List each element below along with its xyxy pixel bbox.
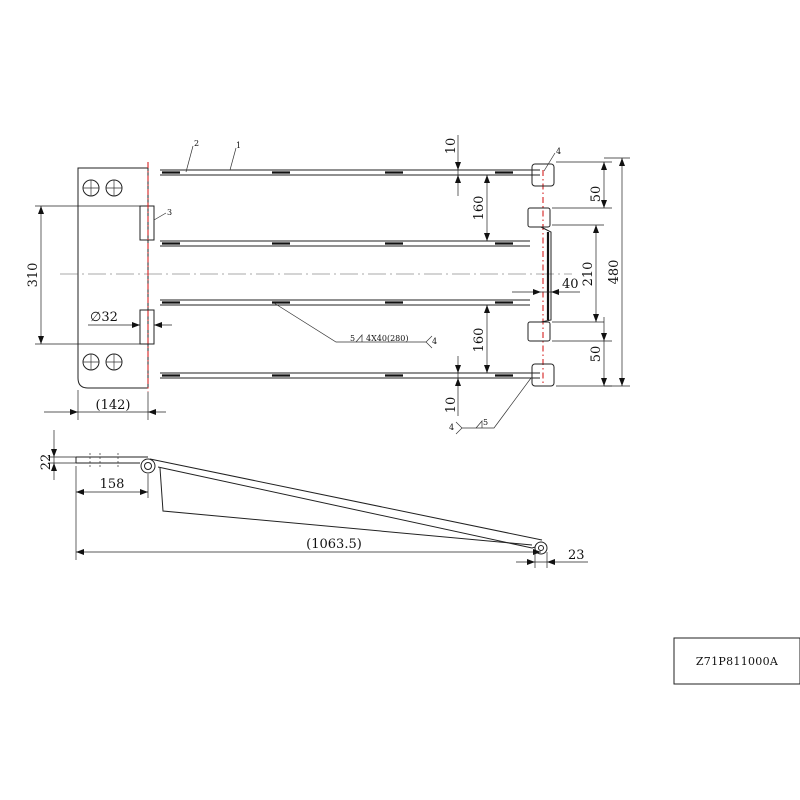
tine-rods bbox=[160, 169, 540, 379]
callout-2: 2 bbox=[194, 139, 199, 148]
dim-50-upper: 50 bbox=[589, 186, 604, 203]
drawing-number: Z71P811000A bbox=[696, 655, 779, 668]
dim-10-bottom: 10 bbox=[444, 397, 459, 414]
hole-centermark bbox=[83, 180, 122, 370]
dim-160-lower: 160 bbox=[472, 328, 487, 353]
plan-view bbox=[60, 162, 572, 392]
hinge-pin bbox=[140, 458, 156, 474]
dim-142: (142) bbox=[96, 398, 131, 413]
plan-dimensions: 10 160 160 10 50 480 bbox=[26, 135, 630, 420]
dim-23: 23 bbox=[568, 548, 585, 563]
dim-160-upper: 160 bbox=[472, 196, 487, 221]
tine-arm bbox=[149, 458, 543, 549]
weld-beads bbox=[162, 171, 513, 377]
weld-spec: 4X40(280) bbox=[366, 334, 408, 343]
dim-dia32: ∅32 bbox=[90, 310, 118, 325]
callout-3: 3 bbox=[167, 208, 172, 217]
weld2-num-right: 5 bbox=[483, 418, 488, 427]
side-view bbox=[75, 453, 548, 555]
callout-1: 1 bbox=[236, 141, 241, 150]
title-block: Z71P811000A bbox=[673, 637, 800, 685]
dim-10-top: 10 bbox=[444, 138, 459, 155]
dim-310: 310 bbox=[26, 263, 41, 288]
dim-50-lower: 50 bbox=[589, 346, 604, 363]
side-plate bbox=[75, 456, 148, 464]
weld-num-left: 5 bbox=[350, 334, 355, 343]
side-bracket bbox=[159, 467, 533, 546]
weld-num-right: 4 bbox=[432, 337, 437, 346]
end-brackets bbox=[527, 163, 555, 387]
dim-480: 480 bbox=[607, 260, 622, 285]
base-plate bbox=[77, 167, 149, 389]
dim-158: 158 bbox=[100, 477, 125, 492]
weld2-num-left: 4 bbox=[449, 423, 454, 432]
title-block-frame bbox=[673, 637, 800, 685]
side-dimensions: 22 158 (1063.5) 23 bbox=[39, 430, 588, 568]
hinge-block bbox=[139, 205, 155, 241]
callouts: 2 1 3 4 5 4X40(280) 4 4 5 bbox=[153, 139, 561, 435]
hinge-block bbox=[139, 309, 155, 345]
dim-210: 210 bbox=[581, 262, 596, 287]
callout-4-top: 4 bbox=[556, 147, 561, 156]
dim-40: 40 bbox=[562, 277, 579, 292]
dim-22: 22 bbox=[39, 454, 54, 471]
dim-1063: (1063.5) bbox=[306, 537, 362, 552]
